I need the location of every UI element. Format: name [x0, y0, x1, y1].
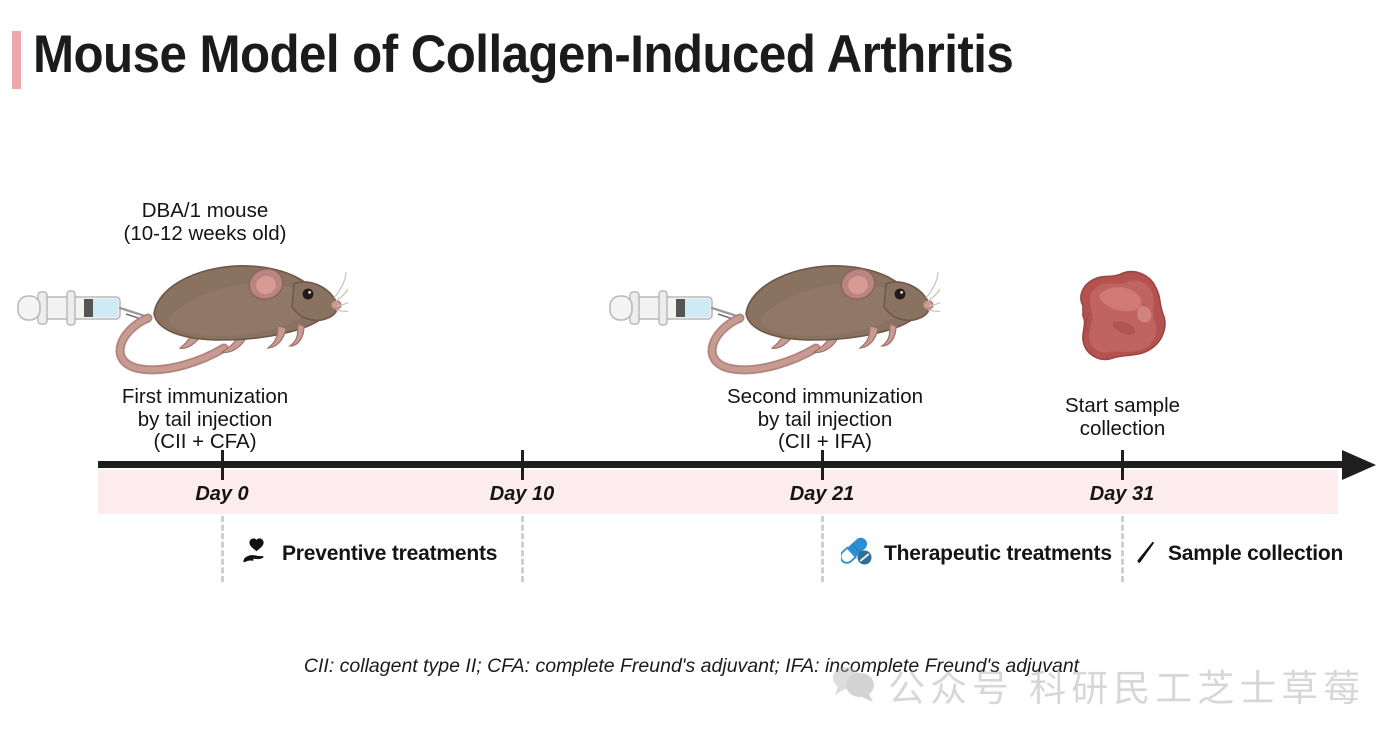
syringe-icon [17, 290, 151, 326]
guide-line [821, 516, 824, 582]
legend-preventive-treatments[interactable]: Preventive treatments [241, 536, 497, 571]
axis-tick [221, 450, 224, 480]
day-label-21: Day 21 [789, 483, 855, 505]
axis-tick [1121, 450, 1124, 480]
pill-capsule-icon [839, 536, 875, 571]
mouse-with-syringe-illustration [8, 248, 361, 378]
legend-label: Sample collection [1168, 541, 1344, 565]
timeline-arrow-icon [1342, 450, 1376, 480]
scalpel-icon [1131, 536, 1159, 571]
day-label-0: Day 0 [195, 483, 249, 505]
legend-label: Preventive treatments [282, 541, 498, 565]
legend-therapeutic-treatments[interactable]: Therapeutic treatments [839, 536, 1112, 571]
footnote: CII: collagent type II; CFA: complete Fr… [303, 655, 1080, 677]
axis-tick [521, 450, 524, 480]
mouse-strain-caption: DBA/1 mouse (10-12 weeks old) [123, 199, 287, 245]
second-immunization-caption: Second immunization by tail injection (C… [727, 385, 923, 453]
day-label-31: Day 31 [1089, 483, 1155, 505]
legend-label: Therapeutic treatments [884, 541, 1112, 565]
first-immunization-caption: First immunization by tail injection (CI… [121, 385, 289, 453]
syringe-icon-2 [609, 290, 743, 326]
timeline-band [98, 470, 1338, 514]
title-accent-bar [12, 31, 21, 89]
hand-holding-heart-icon [241, 536, 273, 571]
page-title: Mouse Model of Collagen-Induced Arthriti… [33, 25, 1014, 84]
guide-line [1121, 516, 1124, 582]
timeline-axis [98, 461, 1348, 468]
axis-tick [821, 450, 824, 480]
guide-line [221, 516, 224, 582]
sample-collection-caption: Start sample collection [1064, 394, 1181, 440]
guide-line [521, 516, 524, 582]
tissue-sample-illustration [1055, 262, 1185, 372]
day-label-10: Day 10 [489, 483, 555, 505]
mouse-with-syringe-illustration-2 [600, 248, 953, 378]
legend-sample-collection[interactable]: Sample collection [1131, 536, 1343, 571]
